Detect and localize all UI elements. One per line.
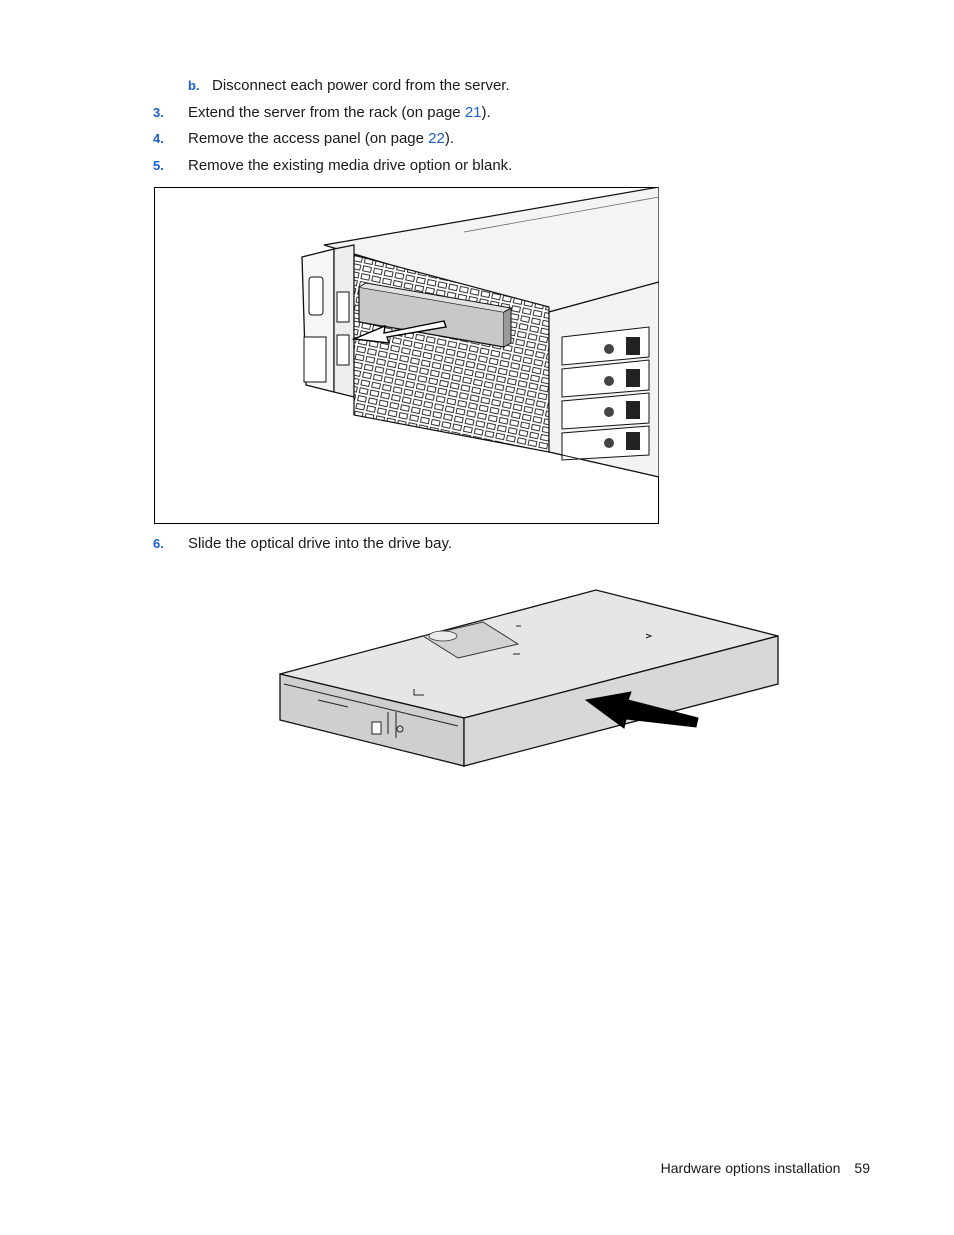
step-text-after: ). bbox=[444, 130, 455, 147]
step-text-before: Extend the server from the rack (on page bbox=[188, 104, 465, 121]
step-marker: b. bbox=[188, 78, 200, 93]
step-marker: 6. bbox=[153, 536, 164, 551]
step-marker: 4. bbox=[153, 131, 164, 146]
step-5: 5. Remove the existing media drive optio… bbox=[0, 156, 954, 176]
page-link-21[interactable]: 21 bbox=[464, 104, 482, 121]
page-footer: Hardware options installation 59 bbox=[600, 1158, 870, 1178]
step-text: Remove the existing media drive option o… bbox=[188, 157, 513, 174]
step-text-after: ). bbox=[481, 104, 491, 121]
server-media-bay-figure bbox=[154, 187, 659, 524]
step-text: Disconnect each power cord from the serv… bbox=[212, 77, 510, 94]
page-link-22[interactable]: 22 bbox=[428, 130, 445, 147]
step-6: 6. Slide the optical drive into the driv… bbox=[0, 534, 954, 554]
step-marker: 5. bbox=[153, 158, 164, 173]
step-text-before: Remove the access panel (on page bbox=[188, 130, 429, 147]
step-text: Remove the access panel (on page 22). bbox=[188, 129, 454, 149]
step-b: b. Disconnect each power cord from the s… bbox=[0, 76, 954, 96]
step-text: Slide the optical drive into the drive b… bbox=[188, 535, 453, 552]
step-3: 3. Extend the server from the rack (on p… bbox=[0, 103, 954, 123]
footer-section-title: Hardware options installation bbox=[660, 1160, 841, 1176]
step-marker: 3. bbox=[153, 105, 164, 120]
page-number: 59 bbox=[854, 1160, 870, 1176]
step-text: Extend the server from the rack (on page… bbox=[188, 103, 491, 123]
step-4: 4. Remove the access panel (on page 22). bbox=[0, 129, 954, 149]
optical-drive-figure bbox=[279, 589, 779, 767]
